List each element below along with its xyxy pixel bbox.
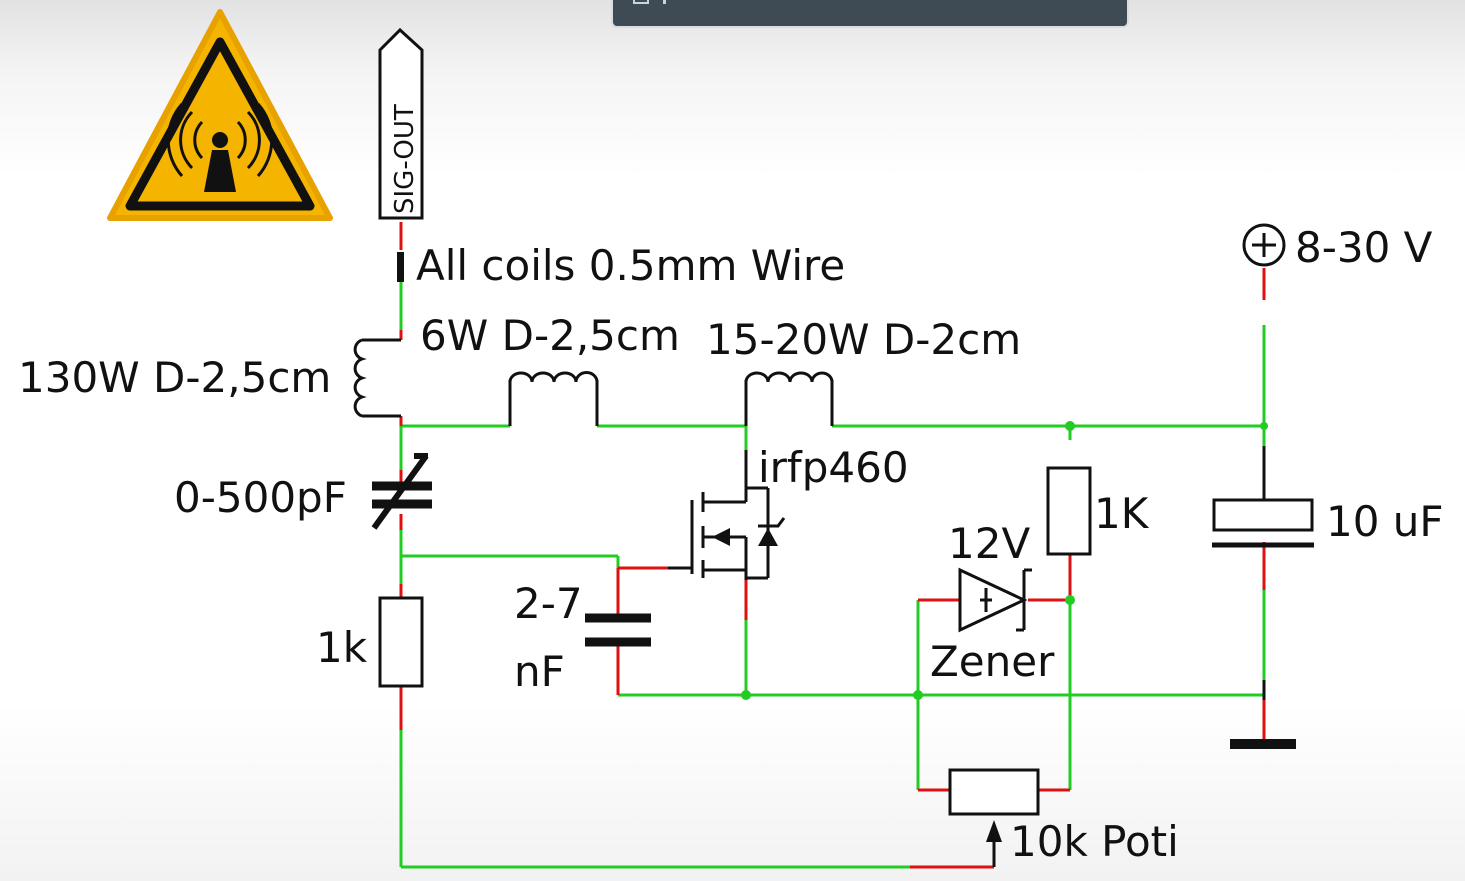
cap-2-7-label: 2-7 [514, 579, 583, 628]
zener-label: Zener [930, 637, 1055, 686]
coil-15-20w-label: 15-20W D-2cm [706, 315, 1021, 364]
coil-15-20w [744, 371, 834, 426]
capacitor-10uf [1212, 446, 1314, 548]
potentiometer-10k [948, 768, 1040, 867]
coil-6w-label: 6W D-2,5cm [420, 311, 680, 360]
cap-nf-label: nF [514, 647, 565, 696]
coil-130w-label: 130W D-2,5cm [18, 353, 331, 402]
wires [399, 282, 1266, 869]
radiation-warning-icon [107, 9, 333, 221]
overlay-icon [633, 0, 649, 4]
sig-out-label: SIG-OUT [390, 104, 420, 214]
resistor-1k [378, 596, 424, 688]
resistor-1k-upper-label: 1K [1094, 489, 1150, 538]
overlay-icon-mark [663, 0, 666, 4]
capacitor-10uf-label: 10 uF [1326, 497, 1444, 546]
coil-6w [508, 371, 599, 426]
zener-diode [958, 567, 1032, 633]
variable-capacitor [371, 453, 432, 530]
junctions [741, 421, 1268, 700]
supply-voltage-label: 8-30 V [1295, 223, 1433, 272]
poti-label: 10k Poti [1010, 817, 1179, 866]
zener-voltage-label: 12V [948, 519, 1030, 568]
mosfet-irfp460 [668, 450, 786, 580]
resistor-1k-lower-label: 1k [316, 623, 368, 672]
sig-out-connector: SIG-OUT [378, 27, 424, 220]
sig-out-terminal [397, 252, 404, 282]
supply-terminal [1242, 223, 1286, 267]
coil-note-label: All coils 0.5mm Wire [416, 241, 845, 290]
capacitor-2-7nf [585, 613, 651, 647]
pin-stubs [399, 222, 1266, 869]
transistor-label: irfp460 [758, 443, 909, 492]
video-overlay-bar [611, 0, 1129, 28]
coil-130w [353, 338, 401, 418]
ground-symbol [1230, 680, 1296, 749]
resistor-1k-upper [1046, 466, 1092, 556]
varcap-label: 0-500pF [174, 473, 347, 522]
